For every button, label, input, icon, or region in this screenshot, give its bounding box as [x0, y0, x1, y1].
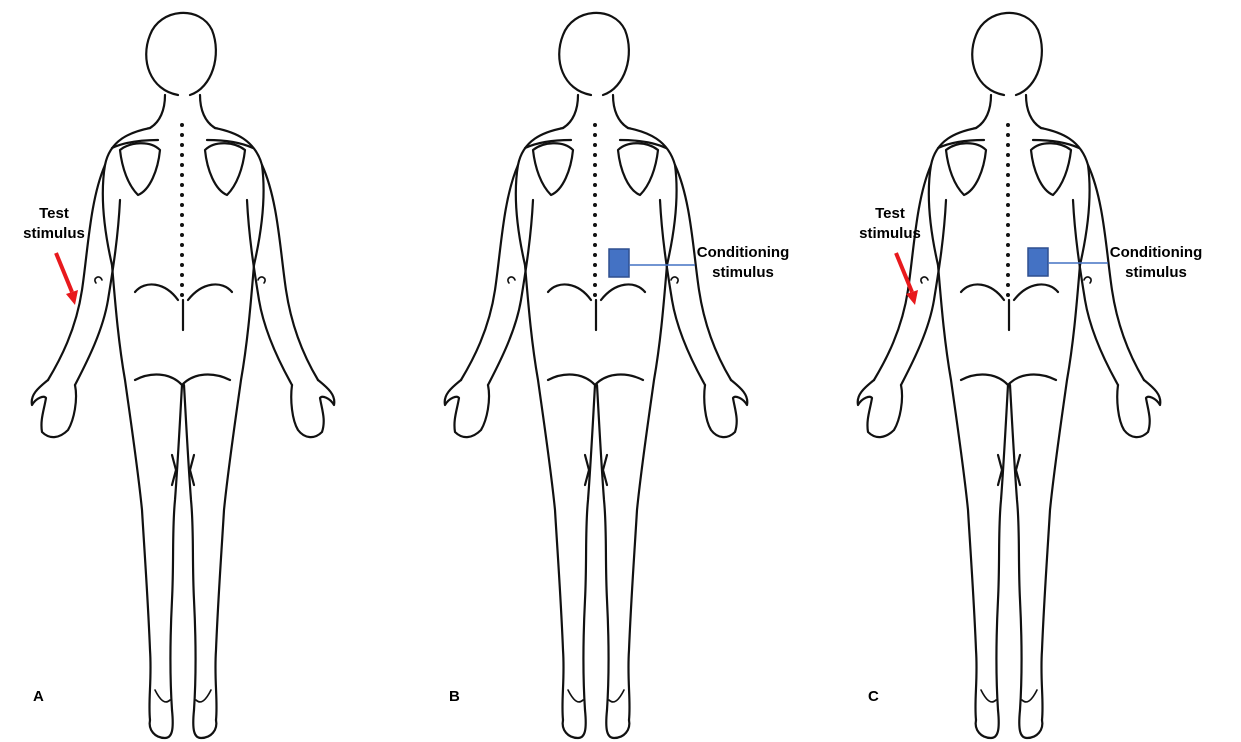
test-stimulus-label: Test stimulus — [850, 204, 930, 244]
panel-b: Conditioning stimulus B — [413, 0, 826, 742]
conditioning-stimulus-box — [1028, 248, 1048, 276]
conditioning-stimulus-box — [609, 249, 629, 277]
body-diagram-back — [0, 0, 413, 742]
panel-letter: C — [868, 688, 879, 705]
panel-a: Test stimulus A — [0, 0, 413, 742]
panel-letter: A — [33, 688, 44, 705]
panel-c: Test stimulus Conditioning stimulus C — [826, 0, 1239, 742]
conditioning-stimulus-label: Conditioning stimulus — [683, 243, 803, 283]
test-stimulus-label: Test stimulus — [14, 204, 94, 244]
test-stimulus-arrowhead — [66, 290, 78, 305]
panel-letter: B — [449, 688, 460, 705]
test-stimulus-arrow — [56, 253, 72, 292]
conditioning-stimulus-label: Conditioning stimulus — [1096, 243, 1216, 283]
body-diagram-back — [413, 0, 826, 742]
body-diagram-back — [826, 0, 1239, 742]
